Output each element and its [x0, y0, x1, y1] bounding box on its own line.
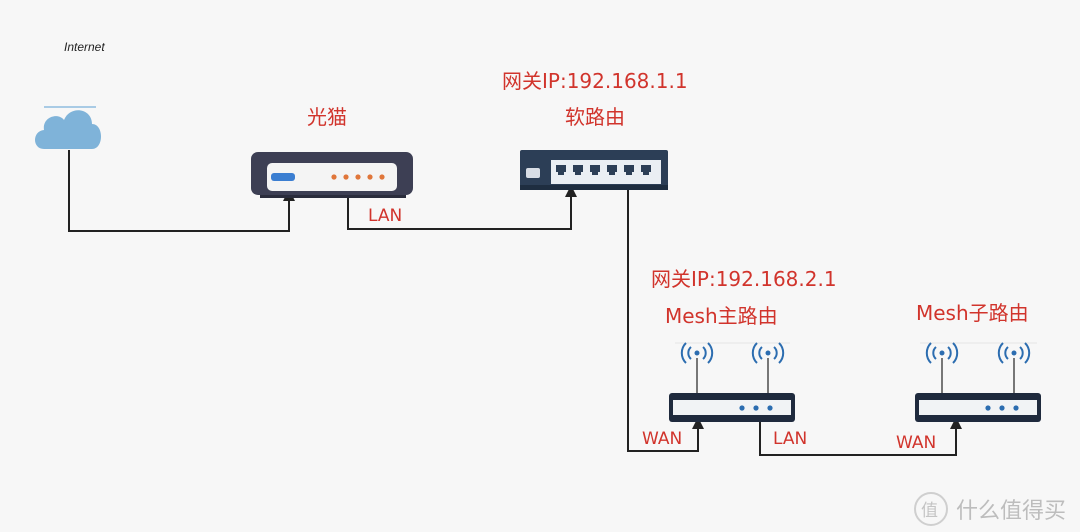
link-softrouter-meshmain [627, 190, 704, 452]
link-label-lan: LAN [773, 429, 808, 449]
link-label-wan: WAN [642, 429, 683, 449]
cloud-icon [35, 106, 101, 149]
link-label-wan: WAN [896, 433, 937, 453]
mesh-sub-router-icon [915, 342, 1041, 422]
soft-router-icon [520, 150, 668, 190]
watermark: 什么值得买 [913, 492, 1066, 526]
mesh-sub-label: Mesh子路由 [916, 301, 1029, 325]
mesh-main-router-icon [669, 342, 795, 422]
wifi-icon [751, 342, 785, 364]
mesh-main-gateway-label: 网关IP:192.168.2.1 [651, 267, 837, 291]
connection-lines [68, 150, 962, 456]
watermark-text: 什么值得买 [955, 499, 1066, 524]
internet-label: Internet [64, 40, 105, 54]
soft-router-gateway-label: 网关IP:192.168.1.1 [502, 69, 688, 93]
watermark-logo-icon [913, 492, 948, 526]
wifi-icon [997, 342, 1031, 364]
link-label-lan: LAN [368, 206, 403, 226]
soft-router-label: 软路由 [565, 105, 625, 129]
modem-label: 光猫 [307, 105, 347, 129]
link-meshmain-meshsub [759, 417, 962, 456]
link-modem-softrouter [347, 185, 577, 230]
modem-icon [251, 152, 413, 198]
mesh-main-label: Mesh主路由 [665, 304, 778, 328]
link-cloud-modem [68, 150, 295, 232]
wifi-icon [680, 342, 714, 364]
wifi-icon [925, 342, 959, 364]
